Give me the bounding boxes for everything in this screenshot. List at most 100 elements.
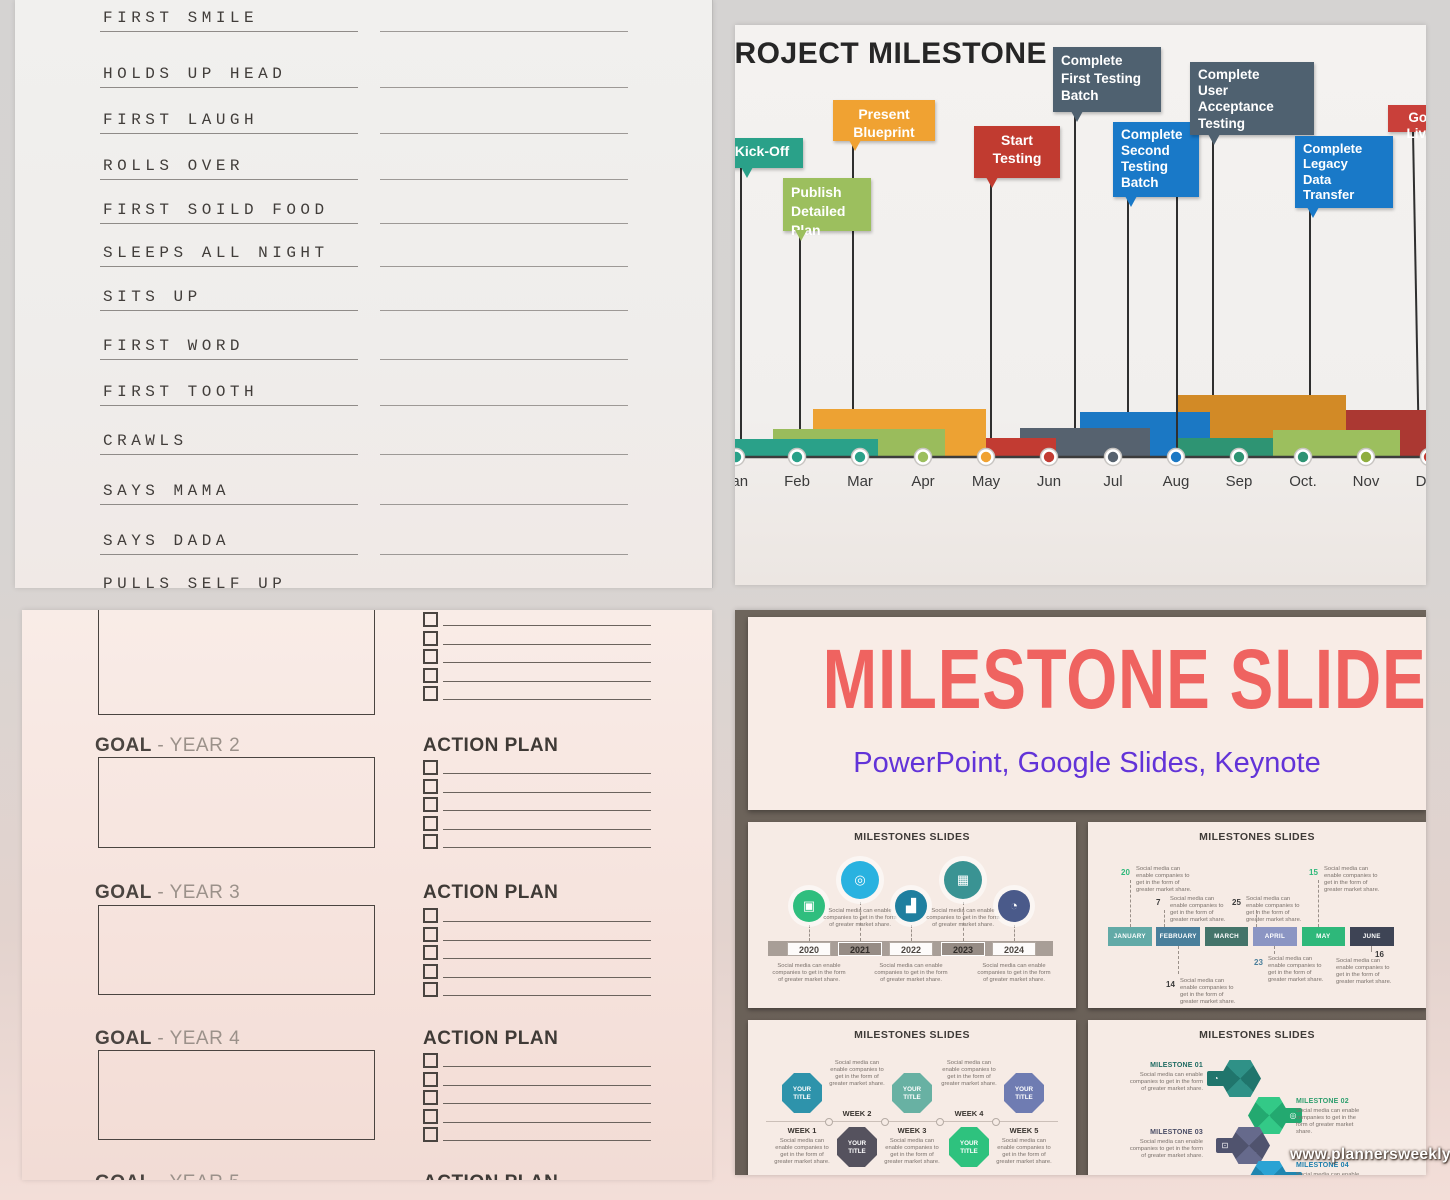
month-dot-center [735,451,742,463]
action-checkbox [423,1071,438,1087]
milestone-hexagon [1219,1060,1261,1097]
promo-title: MILESTONE SLIDE [822,632,1426,726]
month-label: Sep [1225,473,1253,490]
connector-dashed-line [1130,880,1131,927]
milestone-item-underline [100,266,358,267]
milestone-item-underline [100,504,358,505]
month-dot-center [854,451,866,463]
action-plan-heading: ACTION PLAN [423,735,559,756]
milestone-date-line [380,310,628,311]
body-text: Social media can enable companies to get… [1296,1108,1360,1135]
action-line [443,908,651,922]
action-line [443,1109,651,1123]
callout-tail [849,140,861,151]
body-text: Social media can enable companies to get… [1246,896,1302,923]
action-line [443,631,651,645]
milestone-item-label: SITS UP [103,288,202,306]
month-box: FEBRUARY [1156,927,1200,946]
month-dot-center [917,451,929,463]
action-line [443,964,651,978]
action-checkbox [423,945,438,960]
milestone-item-label: PULLS SELF UP [103,575,287,588]
milestone-label: MILESTONE 04 [1296,1162,1349,1169]
thumbnail-title: MILESTONES SLIDES [1199,831,1315,843]
briefcase-icon: ▣ [793,890,825,922]
month-label: Aug [1162,473,1190,490]
thumbnail-title: MILESTONES SLIDES [854,831,970,843]
connector-dashed-line [1014,925,1015,941]
action-line [443,779,651,793]
body-text: Social media can enable companies to get… [1268,956,1324,983]
goal-heading: GOAL - YEAR 4 [95,1028,240,1050]
milestone-hexagon [1248,1161,1290,1175]
milestone-date-line [380,223,628,224]
action-line [443,797,651,811]
body-text: Social media can enable companies to get… [1136,866,1192,893]
connector-dashed-line [1178,946,1179,974]
week-label: WEEK 4 [954,1109,984,1118]
pie-chart-icon: ◔ [1207,1071,1225,1086]
action-checkbox [423,1108,438,1124]
body-text: Social media can enable companies to get… [1336,958,1392,985]
milestone-date-line [380,359,628,360]
year-label: 2021 [838,942,882,956]
day-number: 16 [1375,950,1384,959]
body-text: Social media can enable companies to get… [829,1060,885,1087]
action-checkbox [423,667,438,683]
action-checkbox [423,908,438,923]
milestone-date-line [380,87,628,88]
month-dot-center [791,451,803,463]
month-dot-center [1170,451,1182,463]
timeline-line [766,1121,1058,1122]
line-dot [936,1118,944,1126]
body-text: Social media can enable companies to get… [823,908,897,928]
target-icon: ◎ [1284,1108,1302,1123]
month-label: Jun [1036,473,1062,490]
connector-dashed-line [911,925,912,941]
monitor-icon: ⊡ [1216,1138,1234,1153]
milestone-item-label: FIRST WORD [103,337,245,355]
month-label: May [971,473,1001,490]
year-label: 2024 [992,942,1036,956]
database-icon: ☰ [1284,1172,1302,1175]
day-number: 14 [1166,980,1175,989]
callout-tail [795,230,807,241]
month-box: MARCH [1204,927,1249,946]
action-checkbox [423,630,438,646]
goal-year: - YEAR 2 [157,735,241,756]
goal-box [98,757,375,848]
milestone-date-line [380,405,628,406]
action-checkbox [423,1127,438,1142]
milestone-label: MILESTONE 02 [1296,1098,1349,1105]
milestone-label: MILESTONE 01 [1150,1062,1203,1069]
timeline-bar [986,438,1056,457]
callout-tail [986,177,998,188]
timeline-chart [735,112,1426,467]
body-text: Social media can enable companies to get… [884,1138,940,1165]
milestone-item-label: SLEEPS ALL NIGHT [103,244,329,262]
milestone-item-underline [100,359,358,360]
goal-word: GOAL [95,882,152,903]
connector-dashed-line [809,925,810,941]
callout-tail [1125,196,1137,207]
milestone-item-underline [100,87,358,88]
goal-year: - YEAR 5 [157,1172,240,1180]
milestone-callout: Start Testing [974,126,1060,188]
body-text: Social media can enable companies to get… [1129,1072,1203,1092]
goal-word: GOAL [95,1028,152,1049]
year-label: 2022 [889,942,933,956]
action-line [443,1053,651,1067]
milestone-item-label: FIRST TOOTH [103,383,259,401]
day-number: 23 [1254,958,1263,967]
month-box: JANUARY [1108,927,1152,946]
goal-box [98,1050,375,1140]
milestone-item-underline [100,554,358,555]
action-line [443,760,651,774]
body-text: Social media can enable companies to get… [941,1060,997,1087]
milestone-callout: Complete Legacy Data Transfer [1295,136,1393,218]
milestone-date-line [380,31,628,32]
